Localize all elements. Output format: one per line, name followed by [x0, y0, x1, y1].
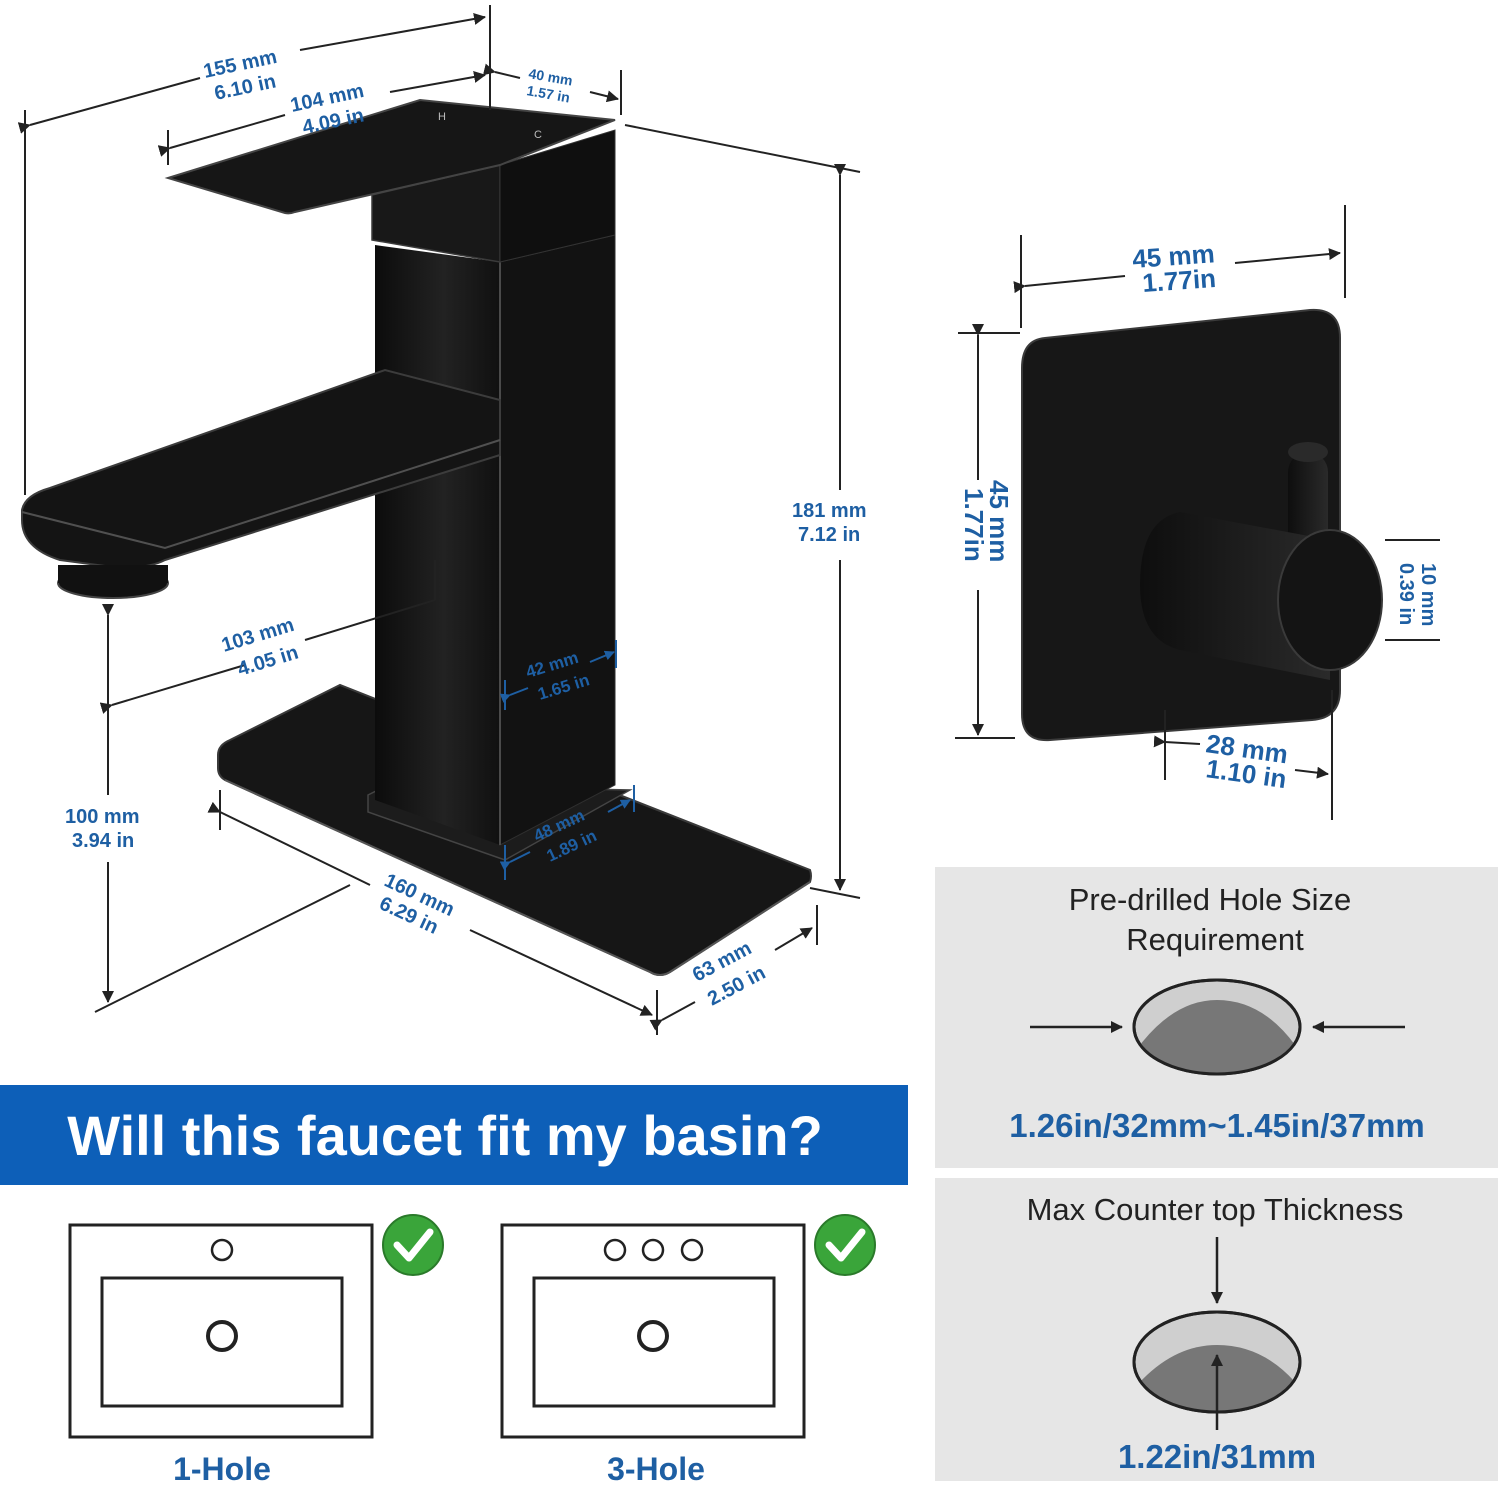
faucet-body — [375, 245, 500, 845]
basin-label-three-hole: 3-Hole — [607, 1451, 705, 1485]
thickness-value: 1.22in/31mm — [1118, 1438, 1316, 1475]
check-icon — [382, 1214, 444, 1276]
dim-knob-dia-mm: 10 mm — [1417, 563, 1439, 626]
towel-hook-illustration — [1021, 308, 1383, 742]
dim-hook-height-mm: 45 mm — [984, 480, 1014, 562]
dim-height-mm: 181 mm — [792, 500, 867, 522]
dim-spout-height-in: 3.94 in — [72, 830, 134, 852]
hook-arm — [1140, 512, 1330, 680]
dim-hook-height-in: 1.77in — [959, 488, 989, 562]
dim-handle-width-mm: 40 mm — [527, 65, 573, 88]
dim-hook-width-in: 1.77in — [1141, 263, 1217, 298]
cold-mark: C — [534, 129, 542, 141]
dim-knob-dia-in: 0.39 in — [1395, 563, 1417, 625]
faucet-dimension-lines — [17, 5, 861, 1035]
basin-one-hole: 1-Hole — [68, 1214, 444, 1485]
faucet-illustration: H C — [21, 98, 812, 976]
dim-hook-width-mm: 45 mm — [1131, 238, 1215, 274]
basin-three-hole: 3-Hole — [500, 1214, 876, 1485]
thickness-panel-title: Max Counter top Thickness — [1027, 1192, 1404, 1227]
hole-size-value: 1.26in/32mm~1.45in/37mm — [1009, 1107, 1425, 1144]
hole-diagram — [1030, 978, 1405, 1076]
banner-title: Will this faucet fit my basin? — [67, 1104, 823, 1167]
hook-knob-end — [1277, 529, 1383, 671]
faucet-spout — [21, 368, 501, 570]
hook-dimension-lines — [955, 205, 1440, 820]
hole-size-panel: Pre-drilled Hole Size Requirement 1.26in… — [935, 867, 1498, 1168]
counter-thickness-panel: Max Counter top Thickness 1.22in/31mm — [935, 1178, 1498, 1481]
fit-question-banner: Will this faucet fit my basin? — [0, 1085, 908, 1185]
dim-handle-width-in: 1.57 in — [525, 82, 571, 105]
hole-panel-title-line2: Requirement — [1126, 922, 1304, 957]
hot-mark: H — [438, 111, 446, 123]
basin-label-one-hole: 1-Hole — [173, 1451, 271, 1485]
hole-panel-title-line1: Pre-drilled Hole Size — [1069, 882, 1352, 917]
dim-height-in: 7.12 in — [798, 524, 860, 546]
dim-spout-height-mm: 100 mm — [65, 806, 140, 828]
faucet-lever-handle — [164, 98, 616, 215]
hook-dimension-labels: 45 mm 1.77in 45 mm 1.77in 10 mm 0.39 in … — [959, 238, 1439, 794]
check-icon — [814, 1214, 876, 1276]
thickness-diagram — [1132, 1237, 1302, 1430]
